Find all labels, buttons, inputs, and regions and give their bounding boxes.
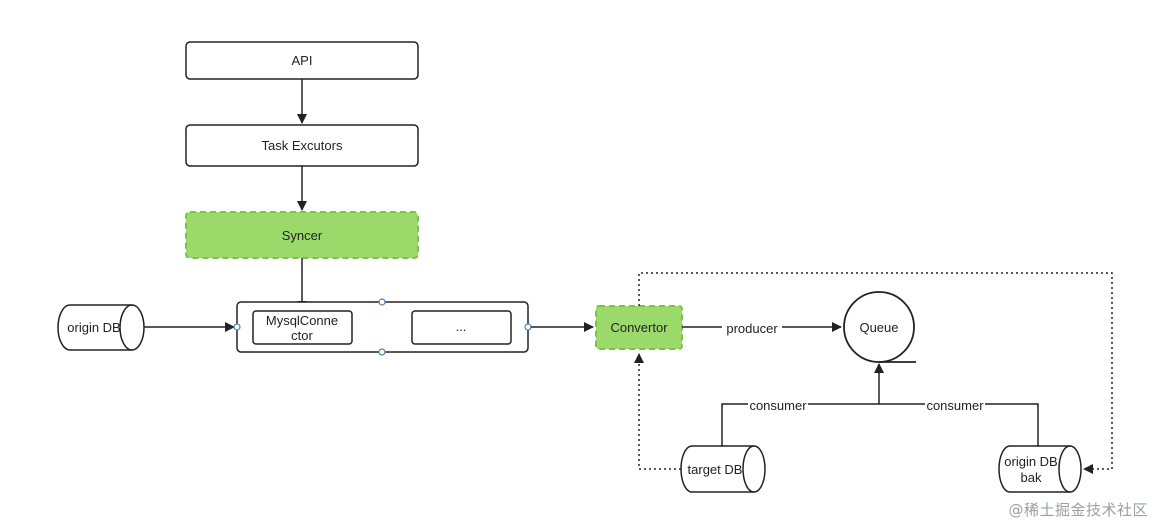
api-node: API bbox=[185, 41, 419, 80]
task-executors-label: Task Excutors bbox=[262, 138, 343, 153]
consumer-left-label: consumer bbox=[749, 398, 807, 413]
task-executors-node: Task Excutors bbox=[185, 124, 419, 167]
mysql-connector-label-line2: ctor bbox=[291, 328, 313, 343]
edge-convertor-to-origin-db-bak bbox=[638, 272, 1113, 474]
watermark-text: @稀土掘金技术社区 bbox=[1008, 501, 1148, 519]
origin-db-bak-label-line1: origin DB bbox=[1004, 454, 1057, 469]
target-db-node: target DB bbox=[680, 445, 766, 493]
queue-label: Queue bbox=[859, 320, 898, 335]
target-db-label: target DB bbox=[688, 462, 743, 477]
convertor-label: Convertor bbox=[610, 320, 668, 335]
syncer-label: Syncer bbox=[282, 228, 323, 243]
other-connectors-label: ... bbox=[456, 319, 467, 334]
convertor-node: Convertor bbox=[595, 305, 683, 350]
origin-db-bak-node: origin DB bak bbox=[998, 445, 1082, 493]
other-connectors-node: ... bbox=[411, 310, 512, 345]
mysql-connector-node: MysqlConne ctor bbox=[252, 310, 353, 345]
producer-label: producer bbox=[726, 321, 778, 336]
syncer-node: Syncer bbox=[185, 211, 419, 259]
origin-db-bak-label-line2: bak bbox=[1021, 470, 1042, 485]
edge-target-db-to-convertor bbox=[634, 353, 681, 470]
origin-db-node: origin DB bbox=[57, 304, 145, 351]
consumer-right-label: consumer bbox=[926, 398, 984, 413]
queue-node: Queue bbox=[843, 291, 916, 363]
origin-db-label: origin DB bbox=[67, 320, 120, 335]
edge-consumers bbox=[721, 363, 1039, 446]
api-label: API bbox=[292, 53, 313, 68]
mysql-connector-label-line1: MysqlConne bbox=[266, 313, 338, 328]
